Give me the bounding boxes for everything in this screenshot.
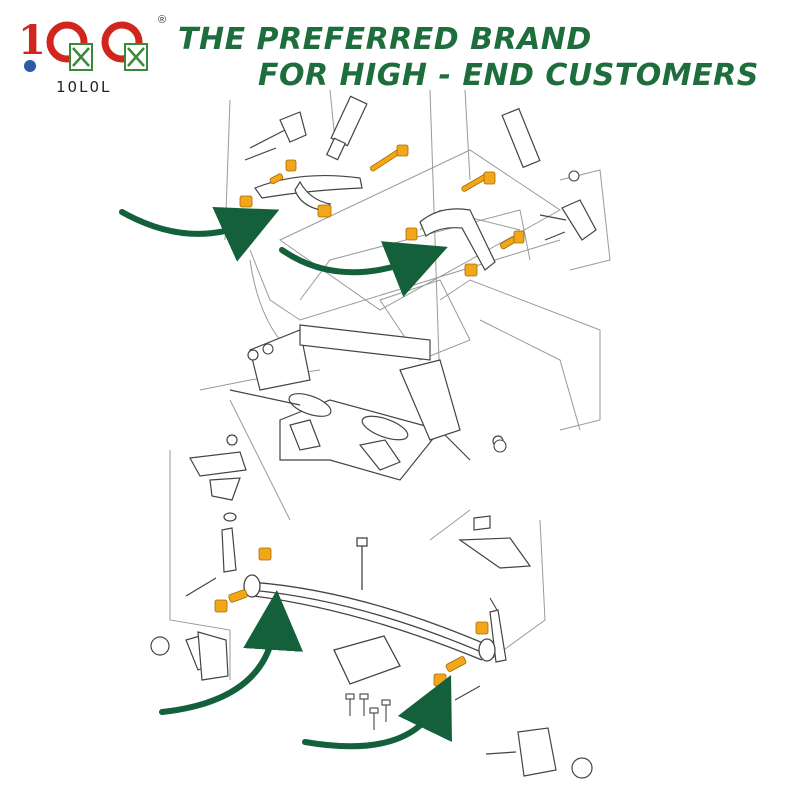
- callout-arrows: [119, 206, 452, 750]
- upper-left-control-arm: [244, 95, 368, 211]
- registered-trademark: ®: [158, 14, 167, 26]
- brand-name: 10L0L: [56, 78, 112, 96]
- globe-icon: [24, 60, 36, 72]
- left-spindle: [150, 451, 247, 681]
- callout-arrow-lower-right: [302, 674, 452, 750]
- callout-arrow-lower-left: [159, 590, 304, 715]
- brand-logo: 1: [18, 17, 148, 72]
- upper-right-control-arm: [419, 107, 597, 271]
- chassis-frame: [169, 89, 611, 680]
- callout-arrow-upper-left: [119, 206, 280, 262]
- hardware-bolts: [262, 170, 580, 730]
- headline-line-2: FOR HIGH - END CUSTOMERS: [258, 58, 759, 93]
- headline-line-1: THE PREFERRED BRAND: [178, 22, 592, 57]
- svg-text:1: 1: [18, 17, 46, 64]
- steering-rack: [226, 324, 504, 481]
- right-spindle: [458, 515, 593, 779]
- callout-arrow-upper-right: [279, 241, 448, 297]
